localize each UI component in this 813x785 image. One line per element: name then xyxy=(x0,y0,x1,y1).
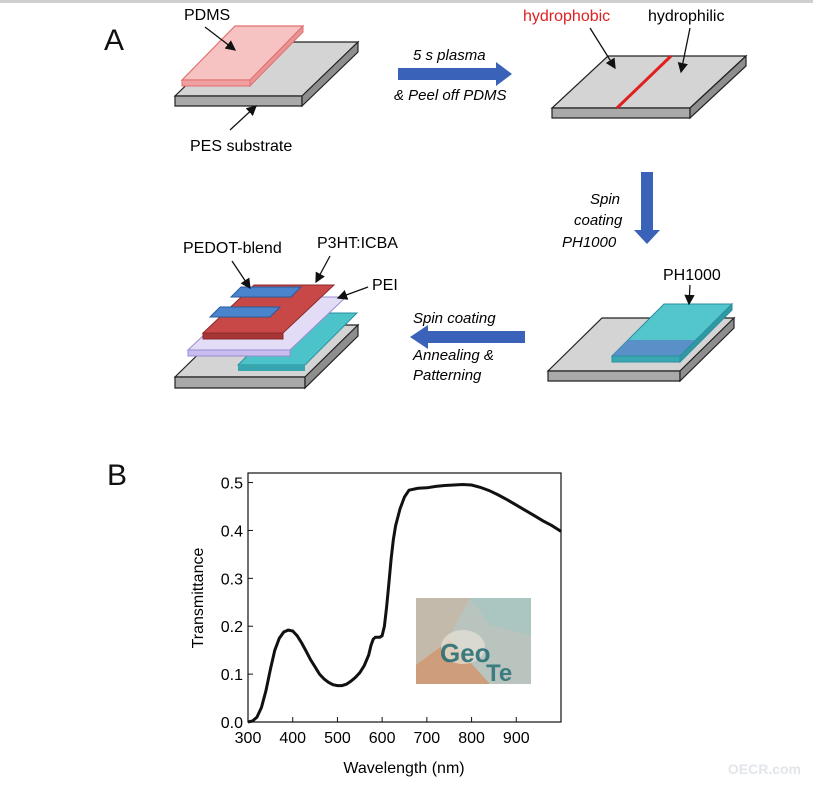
x-tick-label: 700 xyxy=(414,730,441,747)
final-device-stack xyxy=(175,285,358,388)
process-arrow-1 xyxy=(398,62,512,86)
y-tick-label: 0.5 xyxy=(221,476,243,493)
pdms-on-substrate-device xyxy=(175,26,358,106)
svg-text:Geo: Geo xyxy=(440,638,491,668)
transmittance-chart: Geo Te 300 400 500 600 700 800 900 0.0 0.1 0.2 0.3… xyxy=(0,455,813,785)
pedot-strip-1 xyxy=(210,307,280,317)
p3ht-pointer xyxy=(316,256,330,282)
y-tick-label: 0.3 xyxy=(221,571,243,588)
x-tick-label: 800 xyxy=(458,730,485,747)
step3-text-line1: Spin coating xyxy=(413,310,496,327)
pdms-label: PDMS xyxy=(184,7,230,24)
pedot-pointer xyxy=(232,261,250,288)
y-tick-label: 0.4 xyxy=(221,523,243,540)
step3-text-line3: Patterning xyxy=(413,367,482,384)
x-tick-label: 600 xyxy=(369,730,396,747)
step1-text-line1: 5 s plasma xyxy=(413,47,486,64)
pei-label: PEI xyxy=(372,277,398,294)
panel-a-schematic: PDMS PES substrate 5 s plasma & Peel off… xyxy=(0,0,813,420)
x-tick-label: 300 xyxy=(235,730,262,747)
pes-substrate-label: PES substrate xyxy=(190,138,292,155)
p3ht-icba-label: P3HT:ICBA xyxy=(317,235,398,252)
ph1000-pointer xyxy=(689,285,690,304)
process-arrow-3 xyxy=(410,325,525,349)
x-tick-label: 500 xyxy=(324,730,351,747)
x-axis-label: Wavelength (nm) xyxy=(343,760,464,777)
y-tick-label: 0.1 xyxy=(221,667,243,684)
y-tick-label: 0.2 xyxy=(221,619,243,636)
watermark: OECR.com xyxy=(728,761,801,777)
pedot-strip-2 xyxy=(231,287,301,297)
ph1000-coated-device xyxy=(548,304,734,381)
svg-text:Te: Te xyxy=(486,660,512,687)
pedot-blend-label: PEDOT-blend xyxy=(183,240,282,257)
process-arrow-2 xyxy=(634,172,660,244)
hydrophobic-label: hydrophobic xyxy=(523,8,610,25)
x-tick-label: 900 xyxy=(503,730,530,747)
step1-text-line2: & Peel off PDMS xyxy=(394,87,507,104)
y-tick-label: 0.0 xyxy=(221,715,243,732)
pes-substrate-pointer xyxy=(230,106,256,130)
patterned-substrate-device xyxy=(552,56,746,118)
x-tick-label: 400 xyxy=(279,730,306,747)
step2-text-line1: Spin xyxy=(590,191,620,208)
plot-frame xyxy=(248,473,561,722)
step2-text-line3: PH1000 xyxy=(562,234,617,251)
inset-device-photo: Geo Te xyxy=(416,598,531,687)
hydrophilic-label: hydrophilic xyxy=(648,8,724,25)
step2-text-line2: coating xyxy=(574,212,623,229)
ph1000-label: PH1000 xyxy=(663,267,721,284)
pei-pointer xyxy=(338,287,368,298)
y-axis-label: Transmittance xyxy=(190,548,207,649)
step3-text-line2: Annealing & xyxy=(412,347,494,364)
